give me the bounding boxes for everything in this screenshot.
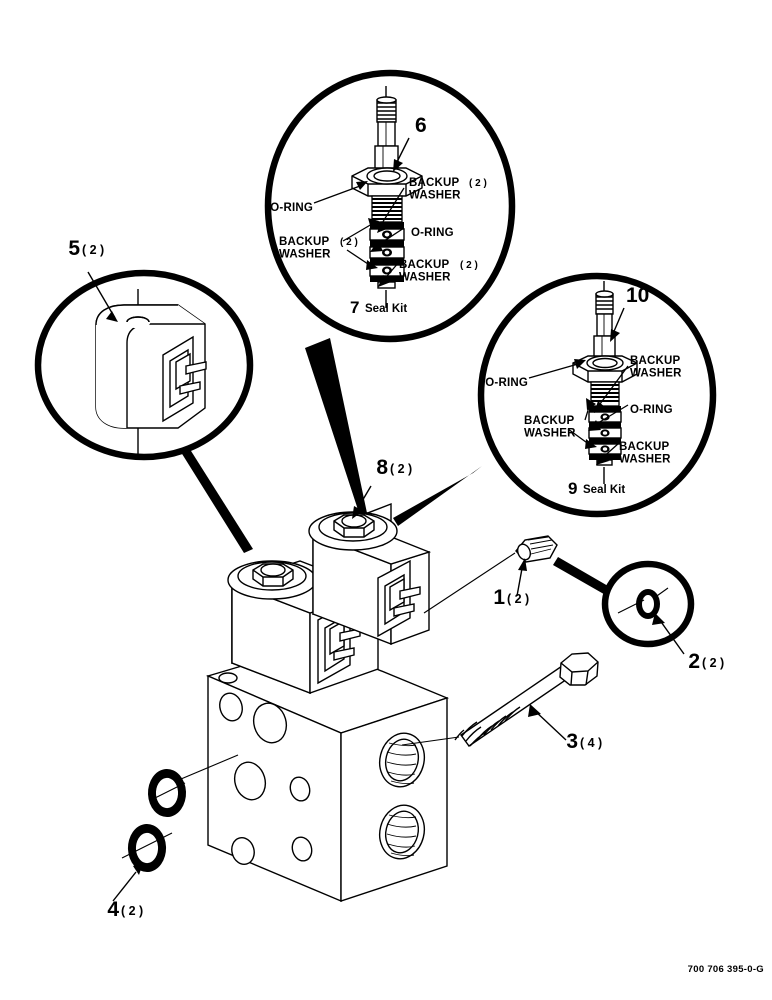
leader-detail-5 <box>179 443 253 553</box>
callout-5: 5 ( 2 ) <box>68 237 104 260</box>
part-retaining-rings-4 <box>112 754 239 902</box>
callout-3-qty: ( 4 ) <box>580 736 602 750</box>
callout-8-qty: ( 2 ) <box>390 462 412 476</box>
leader-detail-7 <box>305 338 367 519</box>
seal-leaders-9 <box>528 359 629 465</box>
callout-3-arrowhead <box>528 704 541 717</box>
text-layer: 1 ( 2 ) 2 ( 2 ) 3 ( 4 ) 4 ( 2 ) 5 ( 2 ) … <box>68 114 764 975</box>
callout-10: 10 <box>626 284 649 307</box>
callout-2: 2 ( 2 ) <box>688 650 724 673</box>
callout-5-arrowhead <box>106 311 118 322</box>
callout-4-arrowhead <box>133 863 143 875</box>
seal-kit-7-label: Seal Kit <box>365 303 407 315</box>
retaining-ring-lower <box>121 823 173 873</box>
cartridge-valve-6 <box>351 86 423 308</box>
cartridge-valve-10 <box>572 281 638 484</box>
callout-10-arrowhead <box>610 329 620 342</box>
valve-assembly <box>205 485 450 903</box>
callout-4-number: 4 <box>107 898 119 921</box>
callout-5-leader <box>87 271 116 319</box>
callout-6-arrowhead <box>393 159 403 172</box>
seal-qty-backup-washer-2: ( 2 ) <box>340 237 358 248</box>
detail-circle-solenoid <box>34 269 254 461</box>
callout-8-number: 8 <box>376 456 388 479</box>
leader-detail-9 <box>393 466 482 526</box>
seal-kit-9-label: Seal Kit <box>583 484 625 496</box>
callout-5-number: 5 <box>68 237 80 260</box>
threaded-port-upper <box>378 732 426 788</box>
callout-2-qty: ( 2 ) <box>702 656 724 670</box>
seal-kit-9-number: 9 <box>568 479 577 498</box>
callout-8: 8 ( 2 ) <box>376 456 412 479</box>
part-number: 700 706 395-0-G <box>688 964 764 975</box>
callout-10-number: 10 <box>626 284 649 307</box>
callout-3-number: 3 <box>566 730 578 753</box>
seal-stack <box>588 406 622 460</box>
seal-label-o-ring-upper: O-RING <box>270 202 313 214</box>
callout-8-arrowhead <box>352 506 363 519</box>
retaining-ring-upper <box>147 754 239 818</box>
callout-6-number: 6 <box>415 114 427 137</box>
part-plug-1 <box>423 535 558 614</box>
detail-circle-o-ring-2 <box>601 560 695 655</box>
seal-qty-backup-washer-1: ( 2 ) <box>469 178 487 189</box>
callout-3: 3 ( 4 ) <box>566 730 602 753</box>
callout-1: 1 ( 2 ) <box>493 586 529 609</box>
seal-qty-backup-washer-3: ( 2 ) <box>460 260 478 271</box>
seal-label-o-ring-upper-9: O-RING <box>485 377 528 389</box>
seal-kit-7-number: 7 <box>350 298 359 317</box>
detail-circle-seal-kit-9 <box>477 272 717 518</box>
callout-2-leader <box>658 618 685 655</box>
seal-label-o-ring-mid: O-RING <box>411 227 454 239</box>
callout-5-qty: ( 2 ) <box>82 243 104 257</box>
callout-3-leader <box>533 709 567 741</box>
threaded-port-lower <box>378 804 426 860</box>
detail-circle-seal-kit-7 <box>264 69 516 343</box>
callout-4-qty: ( 2 ) <box>121 904 143 918</box>
callout-2-arrowhead <box>652 613 665 625</box>
solenoid-right <box>308 502 432 646</box>
solenoid-coil-body <box>95 304 207 429</box>
seal-leaders-7 <box>313 181 405 287</box>
callout-1-qty: ( 2 ) <box>507 592 529 606</box>
callout-6: 6 <box>415 114 427 137</box>
callout-4: 4 ( 2 ) <box>107 898 143 921</box>
callout-2-number: 2 <box>688 650 700 673</box>
callout-4-leader <box>112 871 137 902</box>
bolt-leader <box>401 736 460 746</box>
plug-leader <box>423 552 516 614</box>
solenoid-left <box>227 560 381 695</box>
seal-label-o-ring-mid-9: O-RING <box>630 404 673 416</box>
callout-1-arrowhead <box>518 558 527 571</box>
part-hex-bolt-3 <box>401 652 599 747</box>
callout-1-number: 1 <box>493 586 505 609</box>
